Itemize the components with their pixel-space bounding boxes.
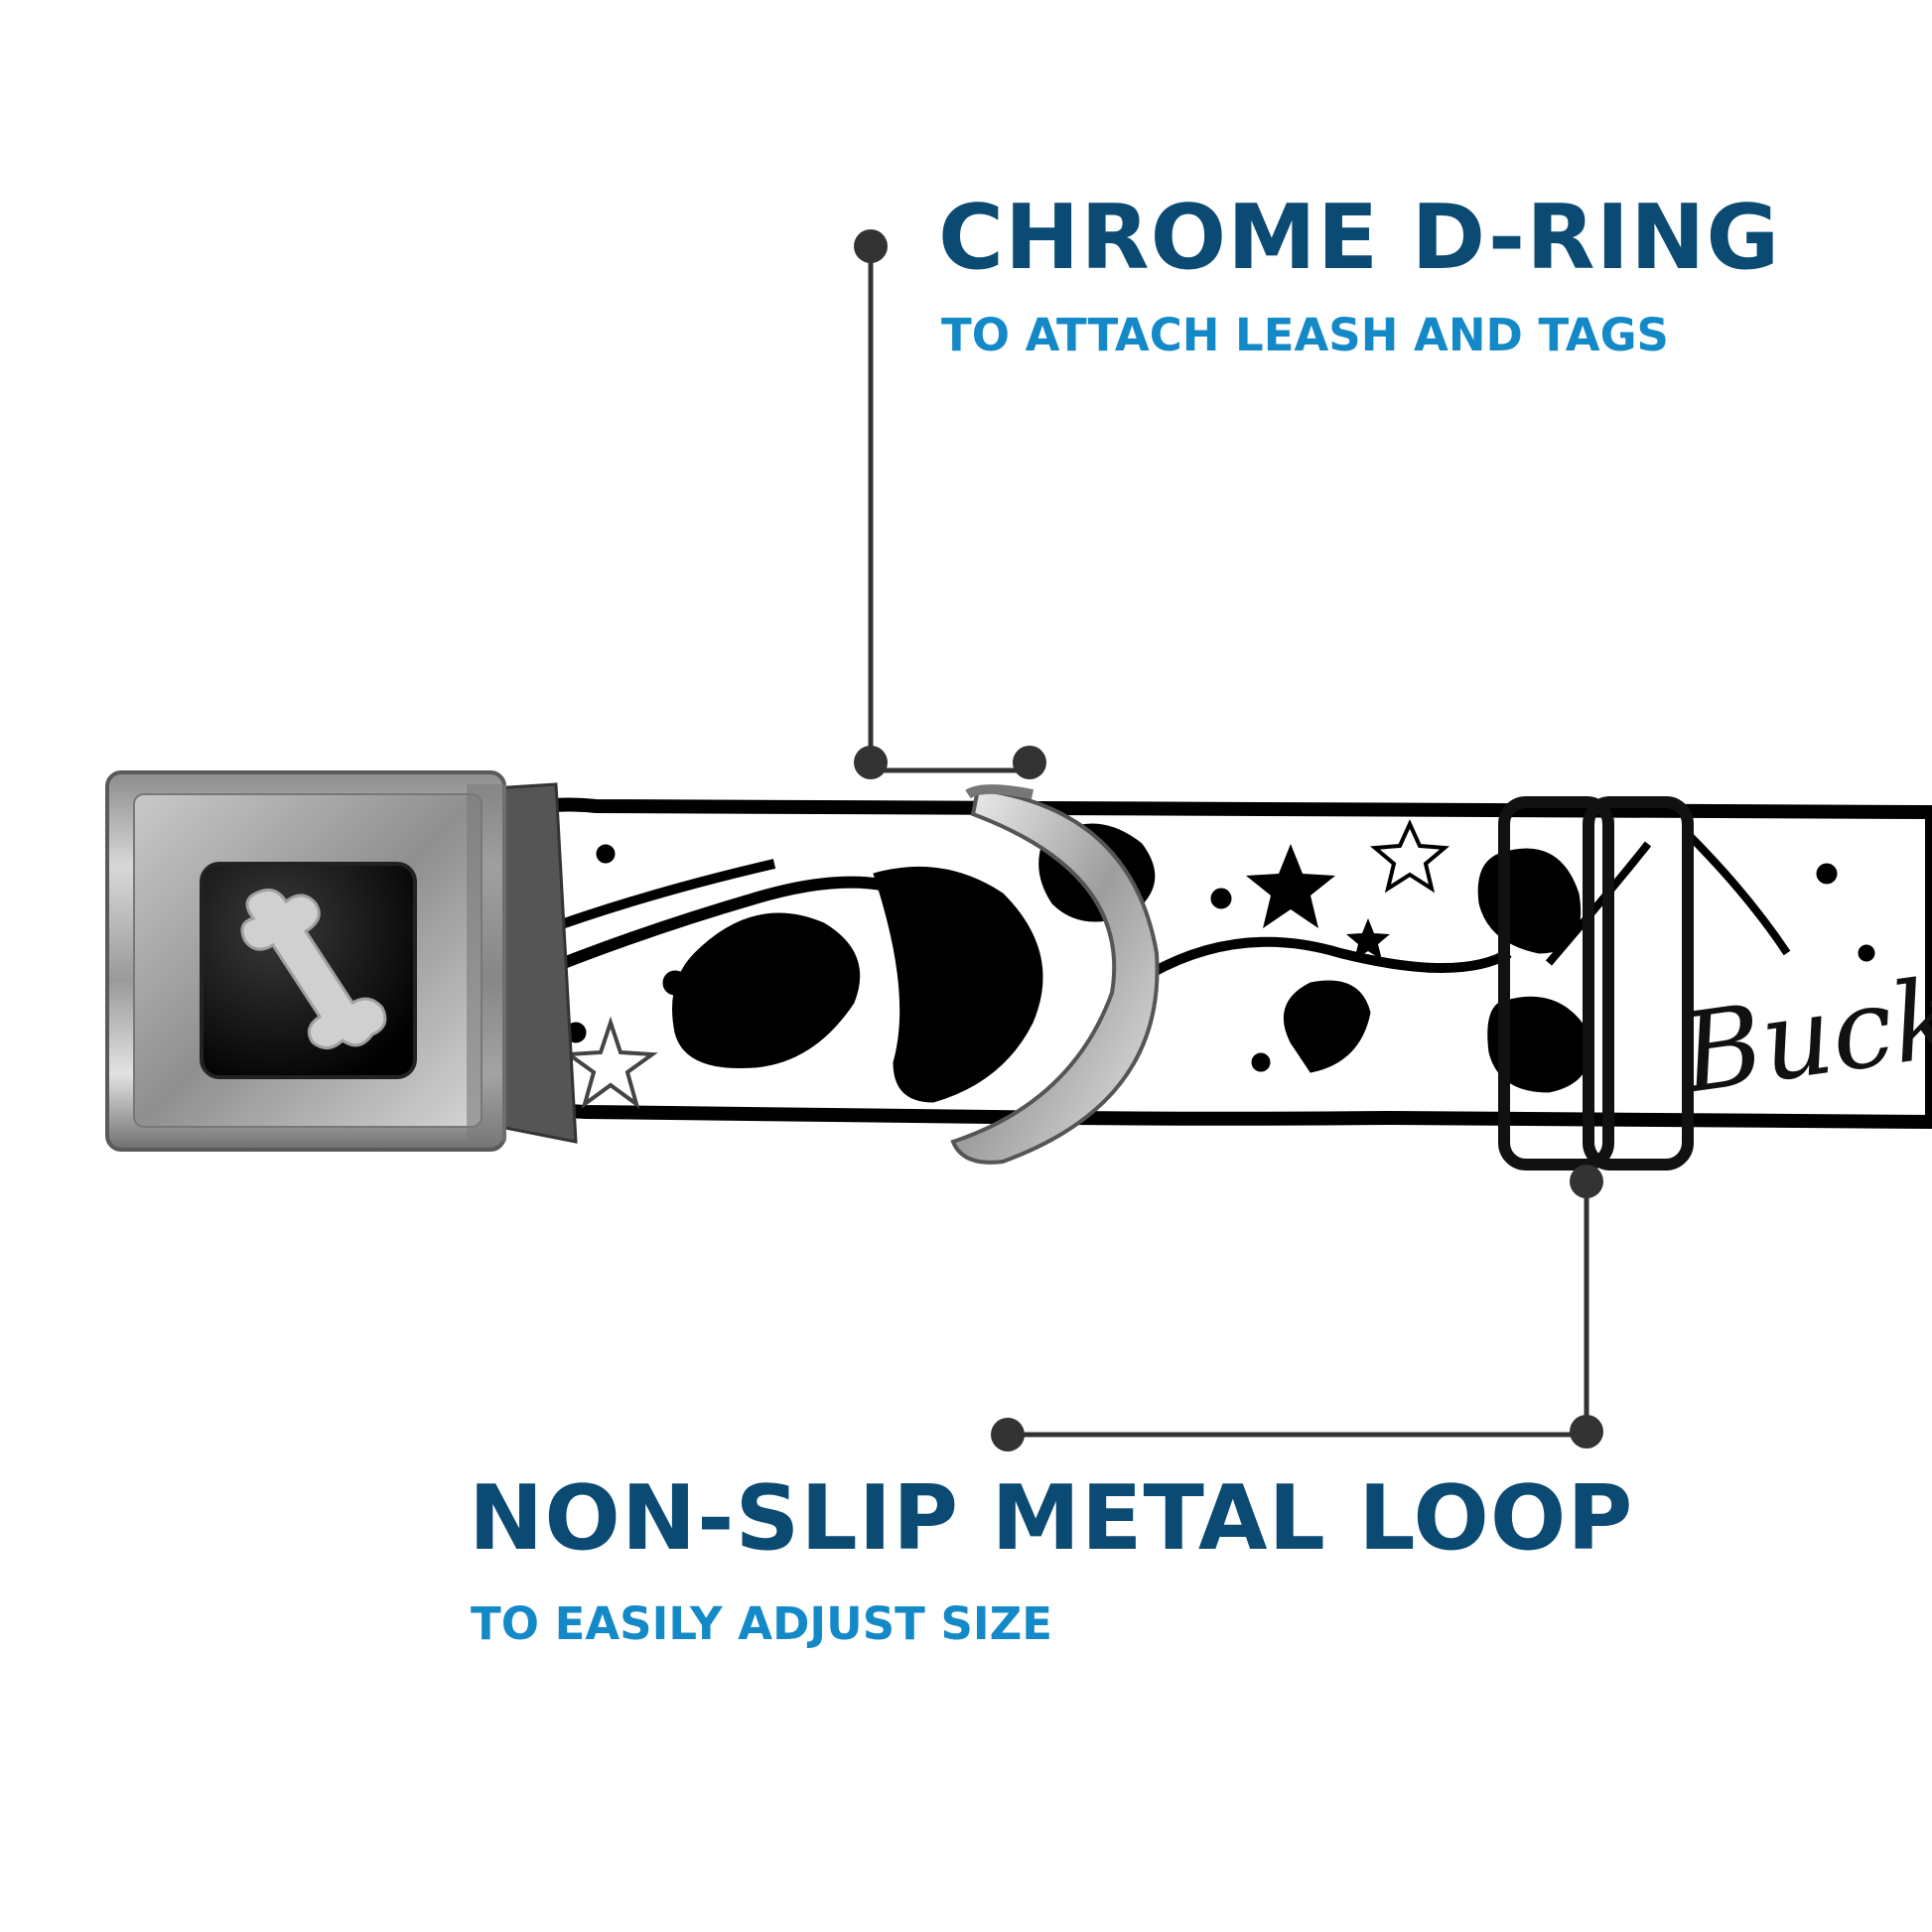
metal-loop-leader-line [991,1165,1603,1451]
d-ring-subtitle: TO ATTACH LEASH AND TAGS [941,309,1669,361]
star-icon [563,1016,658,1110]
chrome-d-ring[interactable] [950,784,1160,1165]
star-icon [1369,819,1450,894]
non-slip-metal-loop[interactable] [1498,796,1694,1171]
bone-logo-icon [240,888,387,1049]
metal-loop-subtitle: TO EASILY ADJUST SIZE [471,1597,1053,1650]
metal-loop-title: NON-SLIP METAL LOOP [469,1466,1634,1571]
collar-strap: BuckLe [508,797,1932,1130]
star-icon [1346,918,1390,960]
d-ring-leader-line [854,229,1046,779]
seatbelt-buckle[interactable] [105,770,578,1152]
star-icon [1246,844,1335,928]
d-ring-title: CHROME D-RING [938,186,1781,290]
